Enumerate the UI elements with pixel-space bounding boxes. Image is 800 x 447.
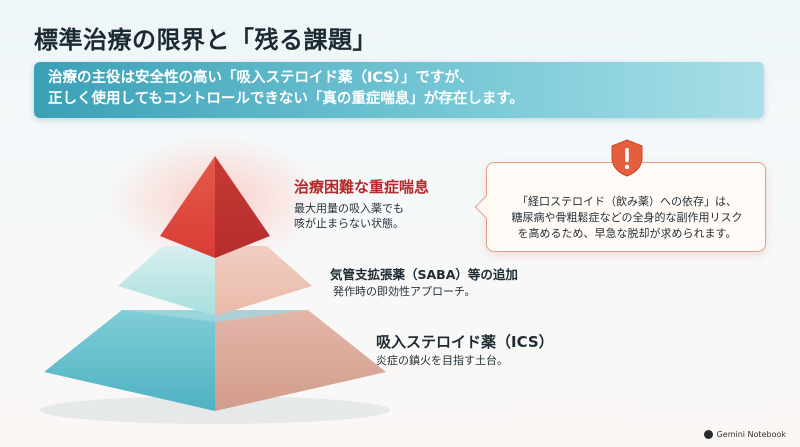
warning-callout: 「経口ステロイド（飲み薬）への依存」は、 糖尿病や骨粗鬆症などの全身的な副作用リ… [474, 162, 766, 252]
tier-middle-description: 発作時の即効性アプローチ。 [333, 285, 476, 298]
pyramid-tier-top [160, 156, 270, 258]
warning-icon [611, 139, 643, 177]
tier-top-title: 治療困難な重症喘息 [294, 178, 430, 196]
page-title: 標準治療の限界と「残る課題」 [34, 26, 377, 54]
summary-banner: 治療の主役は安全性の高い「吸入ステロイド薬（ICS）」ですが、 正しく使用しても… [34, 62, 764, 118]
brand-label: Gemini Notebook [716, 430, 786, 439]
callout-line-3: を高めるため、早急な脱却が求められます。 [517, 227, 737, 240]
pyramid-tier-bottom [44, 310, 386, 411]
pyramid-tier-middle [118, 246, 312, 316]
callout-line-2: 糖尿病や骨粗鬆症などの全身的な副作用リスク [511, 211, 743, 224]
callout-line-1: 「経口ステロイド（飲み薬）への依存」は、 [517, 195, 737, 208]
tier-top-description: 最大用量の吸入薬でも 咳が止まらない状態。 [294, 201, 404, 231]
brand-watermark: Gemini Notebook [703, 430, 786, 439]
tier-top-line-1: 最大用量の吸入薬でも [294, 202, 404, 215]
tier-bottom-description: 炎症の鎮火を目指す土台。 [376, 354, 508, 367]
tier-top-line-2: 咳が止まらない状態。 [294, 217, 404, 230]
brand-logo-icon [703, 430, 713, 439]
banner-line-1: 治療の主役は安全性の高い「吸入ステロイド薬（ICS）」ですが、 [48, 70, 474, 86]
banner-line-2: 正しく使用してもコントロールできない「真の重症喘息」が存在します。 [48, 91, 524, 107]
tier-middle-title: 気管支拡張薬（SABA）等の追加 [330, 267, 518, 282]
tier-bottom-title: 吸入ステロイド薬（ICS） [376, 333, 554, 351]
